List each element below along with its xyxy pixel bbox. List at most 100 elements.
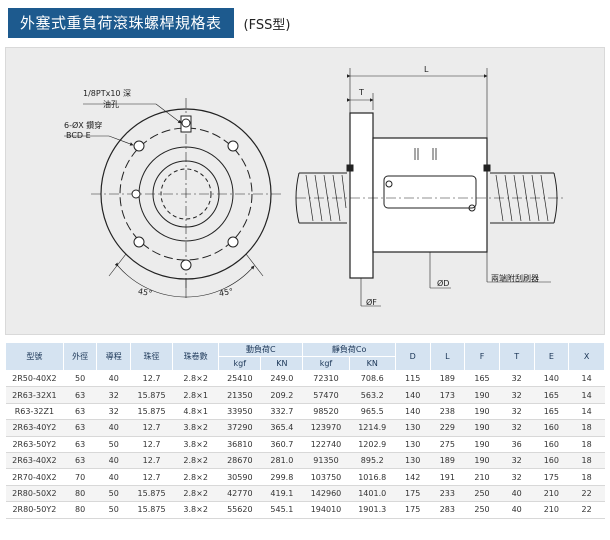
table-cell: 72310 [302,370,350,388]
table-cell: 40 [96,370,131,388]
table-cell: 1901.3 [349,501,396,519]
table-cell: 40 [499,485,535,503]
table-cell: 173 [430,386,465,404]
table-cell: 160 [534,436,569,453]
dim-l-label: L [424,65,429,74]
table-cell: 14 [568,403,605,421]
table-cell: 55620 [218,501,261,519]
table-cell: 91350 [302,452,350,470]
table-cell: 14 [568,386,605,404]
table-cell: 70 [63,468,97,486]
table-cell: 15.875 [130,403,173,421]
col-f: F [464,342,500,371]
table-cell: 165 [464,370,500,388]
table-cell: 130 [395,419,431,437]
table-cell: 18 [568,419,605,437]
spec-table: 型號 外徑 導程 珠徑 珠卷數 動負荷C 靜負荷Co D L F T E X k… [5,342,605,519]
table-cell: 80 [63,501,97,519]
table-cell: 2R80-50X2 [5,485,64,503]
table-cell: 21350 [218,386,261,404]
page-header: 外塞式重負荷滾珠螺桿規格表 (FSS型) [8,8,290,38]
col-model: 型號 [5,342,64,371]
table-cell: 32 [499,370,535,388]
table-cell: 33950 [218,403,261,421]
table-cell: 708.6 [349,370,396,388]
table-cell: 2R63-40X2 [5,452,64,470]
table-cell: 130 [395,452,431,470]
table-cell: 360.7 [260,436,303,453]
bolt-holes-label: 6-ØX 鑽穿 [64,121,103,130]
table-cell: 1016.8 [349,468,396,486]
table-cell: 63 [63,419,97,437]
table-cell: 140 [395,403,431,421]
dim-f-label: ØF [366,298,377,307]
table-cell: 190 [464,403,500,421]
table-cell: 30590 [218,468,261,486]
table-cell: 122740 [302,436,350,453]
table-cell: 22 [568,485,605,503]
table-cell: 965.5 [349,403,396,421]
col-ball: 珠徑 [130,342,174,371]
col-e: E [533,342,570,371]
table-cell: 63 [63,436,97,453]
table-cell: 194010 [302,501,350,519]
table-cell: 238 [430,403,465,421]
table-cell: 12.7 [130,370,173,388]
table-cell: 40 [96,452,131,470]
page-title: 外塞式重負荷滾珠螺桿規格表 [8,8,234,38]
table-cell: 36810 [218,436,261,453]
side-view [295,68,566,307]
table-cell: 545.1 [260,501,303,519]
table-cell: 130 [395,436,431,453]
table-cell: 2R63-50Y2 [5,436,64,453]
table-cell: 175 [395,485,431,503]
table-cell: 419.1 [260,485,303,503]
table-cell: 32 [499,419,535,437]
table-cell: 2.8×2 [172,468,219,486]
table-cell: 190 [464,419,500,437]
table-cell: 28670 [218,452,261,470]
table-cell: 12.7 [130,419,173,437]
table-cell: 210 [534,485,569,503]
table-cell: 3.8×2 [172,501,219,519]
table-cell: 40 [96,419,131,437]
table-cell: 4.8×1 [172,403,219,421]
col-static-kn: KN [348,356,396,371]
col-l: L [429,342,466,371]
dim-d-label: ØD [437,279,450,288]
table-cell: 37290 [218,419,261,437]
table-cell: 209.2 [260,386,303,404]
table-cell: 123970 [302,419,350,437]
wiper-label: 兩端附刮刷器 [491,274,539,283]
table-cell: 365.4 [260,419,303,437]
table-cell: R63-32Z1 [5,403,64,421]
col-od: 外徑 [62,342,98,371]
table-cell: 175 [534,468,569,486]
table-cell: 32 [499,468,535,486]
table-cell: 14 [568,370,605,388]
table-cell: 2.8×2 [172,485,219,503]
table-cell: 12.7 [130,468,173,486]
table-cell: 15.875 [130,485,173,503]
table-cell: 140 [534,370,569,388]
table-cell: 50 [63,370,97,388]
table-cell: 250 [464,501,500,519]
table-cell: 40 [96,468,131,486]
col-dynamic: 動負荷C [218,342,304,357]
table-cell: 1214.9 [349,419,396,437]
table-cell: 1202.9 [349,436,396,453]
table-cell: 160 [534,419,569,437]
table-cell: 25410 [218,370,261,388]
table-cell: 2R63-40Y2 [5,419,64,437]
table-cell: 275 [430,436,465,453]
table-cell: 2R50-40X2 [5,370,64,388]
table-cell: 32 [499,452,535,470]
table-cell: 283 [430,501,465,519]
technical-drawing: 1/8PTx10 深 油孔 6-ØX 鑽穿 BCD E 45° 45° L T … [5,47,605,335]
table-cell: 165 [534,386,569,404]
